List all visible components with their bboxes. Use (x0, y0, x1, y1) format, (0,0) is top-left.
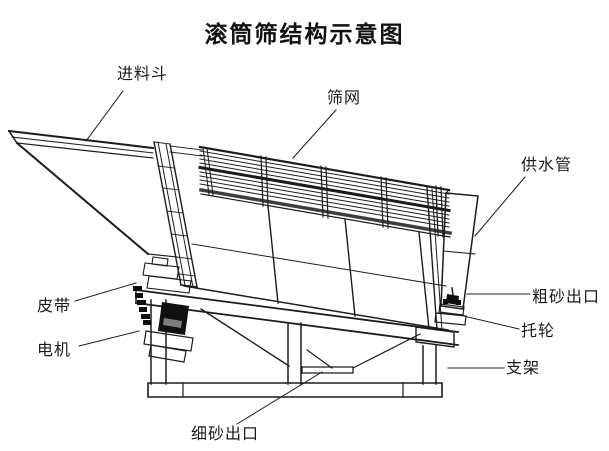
label-fine-sand-outlet: 细砂出口 (191, 426, 260, 443)
motor-block (143, 302, 194, 363)
label-screen-mesh: 筛网 (327, 90, 362, 107)
label-feed-hopper: 进料斗 (117, 66, 169, 83)
screen-mesh-band (198, 145, 453, 238)
leader-lines (74, 90, 531, 425)
label-belt: 皮带 (37, 298, 72, 315)
label-motor: 电机 (37, 342, 72, 359)
discharge-end-cap (440, 189, 479, 310)
belt-drive (133, 286, 151, 325)
drum-shell (183, 187, 449, 331)
feed-hopper (7, 129, 203, 258)
fine-sand-funnel (301, 333, 421, 374)
diagram-title: 滚筒筛结构示意图 (204, 21, 405, 47)
support-frame (134, 288, 460, 398)
label-support-roller: 托轮 (521, 323, 556, 340)
support-roller-assembly (434, 287, 467, 326)
label-coarse-sand-outlet: 粗砂出口 (532, 289, 601, 306)
drive-end-bearing-steps (142, 256, 192, 294)
label-water-supply-pipe: 供水管 (521, 157, 573, 174)
label-stand: 支架 (506, 360, 541, 377)
